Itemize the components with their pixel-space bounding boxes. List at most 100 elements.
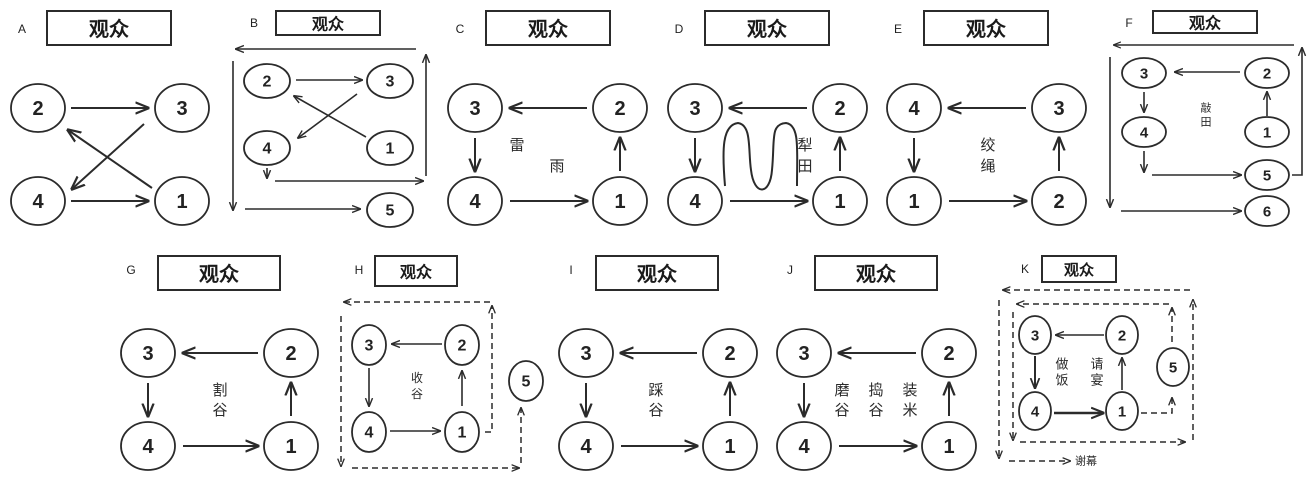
- arrow-1-to-2: [294, 96, 367, 138]
- node-number: 5: [522, 374, 531, 391]
- panel-letter: K: [1021, 262, 1029, 276]
- performer-position-node: [886, 83, 942, 133]
- activity-label: 谷: [212, 401, 227, 419]
- audience-label: 观众: [1064, 261, 1094, 279]
- activity-label: 雷: [509, 136, 524, 154]
- node-number: 1: [943, 436, 954, 458]
- activity-label: 谷: [648, 401, 663, 419]
- performer-position-node: [812, 83, 868, 133]
- node-number: 1: [458, 425, 467, 442]
- audience-label: 观众: [747, 17, 787, 41]
- activity-label: 绳: [980, 157, 995, 175]
- node-number: 1: [614, 191, 625, 213]
- performer-position-node: [592, 176, 648, 226]
- serpentine-plough-path: [722, 121, 799, 191]
- audience-box: [1041, 255, 1117, 283]
- audience-box: [275, 10, 381, 36]
- arrow-3-to-4: [298, 93, 358, 138]
- activity-label: 饭: [1055, 374, 1068, 389]
- node-number: 3: [142, 343, 153, 365]
- performer-position-node: [1018, 391, 1052, 431]
- node-number: 2: [263, 74, 272, 91]
- performer-position-node: [886, 176, 942, 226]
- node-number: 2: [285, 343, 296, 365]
- performer-position-node: [1156, 347, 1190, 387]
- audience-box: [595, 255, 719, 291]
- performer-position-node: [558, 328, 614, 378]
- node-number: 4: [263, 141, 272, 158]
- performer-position-node: [1031, 83, 1087, 133]
- audience-box: [485, 10, 611, 46]
- audience-box: [157, 255, 281, 291]
- node-number: 1: [834, 191, 845, 213]
- node-number: 2: [458, 338, 467, 355]
- performer-position-node: [351, 411, 387, 453]
- node-number: 4: [689, 191, 701, 213]
- panel-letter: E: [894, 22, 902, 36]
- activity-label: 捣: [868, 381, 883, 399]
- activity-label: 谷: [868, 401, 883, 419]
- activity-label: 田: [797, 157, 812, 175]
- audience-label: 观众: [637, 262, 677, 286]
- performer-position-node: [1244, 159, 1290, 191]
- performer-position-node: [592, 83, 648, 133]
- performer-position-node: [120, 328, 176, 378]
- performer-position-node: [1031, 176, 1087, 226]
- node-number: 3: [798, 343, 809, 365]
- node-number: 2: [834, 98, 845, 120]
- performer-position-node: [263, 421, 319, 471]
- node-number: 4: [1031, 404, 1040, 421]
- performer-position-node: [812, 176, 868, 226]
- node-number: 2: [1118, 328, 1126, 345]
- audience-label: 观众: [966, 17, 1006, 41]
- audience-label: 观众: [856, 262, 896, 286]
- activity-label: 雨: [549, 157, 564, 175]
- performer-position-node: [1105, 391, 1139, 431]
- node-number: 5: [1169, 360, 1177, 377]
- performer-position-node: [444, 411, 480, 453]
- performer-position-node: [120, 421, 176, 471]
- panel-letter: G: [126, 263, 135, 277]
- performer-position-node: [10, 176, 66, 226]
- activity-label: 绞: [980, 136, 995, 154]
- exit-label: 谢幕: [1075, 454, 1097, 468]
- node-number: 1: [1263, 125, 1271, 142]
- performer-position-node: [702, 421, 758, 471]
- panel-letter: C: [456, 22, 465, 36]
- audience-box: [46, 10, 172, 46]
- node-number: 5: [386, 203, 395, 220]
- performer-position-node: [776, 328, 832, 378]
- node-number: 3: [365, 338, 374, 355]
- node-number: 3: [386, 74, 395, 91]
- node-number: 4: [908, 98, 920, 120]
- performer-position-node: [154, 83, 210, 133]
- activity-label: 磨: [834, 381, 849, 399]
- performer-position-node: [243, 130, 291, 166]
- performer-position-node: [447, 176, 503, 226]
- performer-position-node: [243, 63, 291, 99]
- node-number: 2: [1053, 191, 1064, 213]
- performer-position-node: [1121, 57, 1167, 89]
- performer-position-node: [776, 421, 832, 471]
- performer-position-node: [508, 360, 544, 402]
- node-number: 4: [1140, 125, 1149, 142]
- audience-label: 观众: [89, 17, 129, 41]
- performer-position-node: [444, 324, 480, 366]
- node-number: 1: [285, 436, 296, 458]
- activity-label: 谷: [411, 387, 423, 401]
- node-number: 5: [1263, 168, 1271, 185]
- activity-label: 敲: [1201, 101, 1212, 115]
- node-number: 4: [469, 191, 481, 213]
- dashed-arrow-up: [485, 306, 492, 433]
- activity-label: 犁: [797, 136, 812, 154]
- node-number: 2: [1263, 66, 1271, 83]
- node-number: 6: [1263, 204, 1271, 221]
- panel-letter: I: [569, 263, 572, 277]
